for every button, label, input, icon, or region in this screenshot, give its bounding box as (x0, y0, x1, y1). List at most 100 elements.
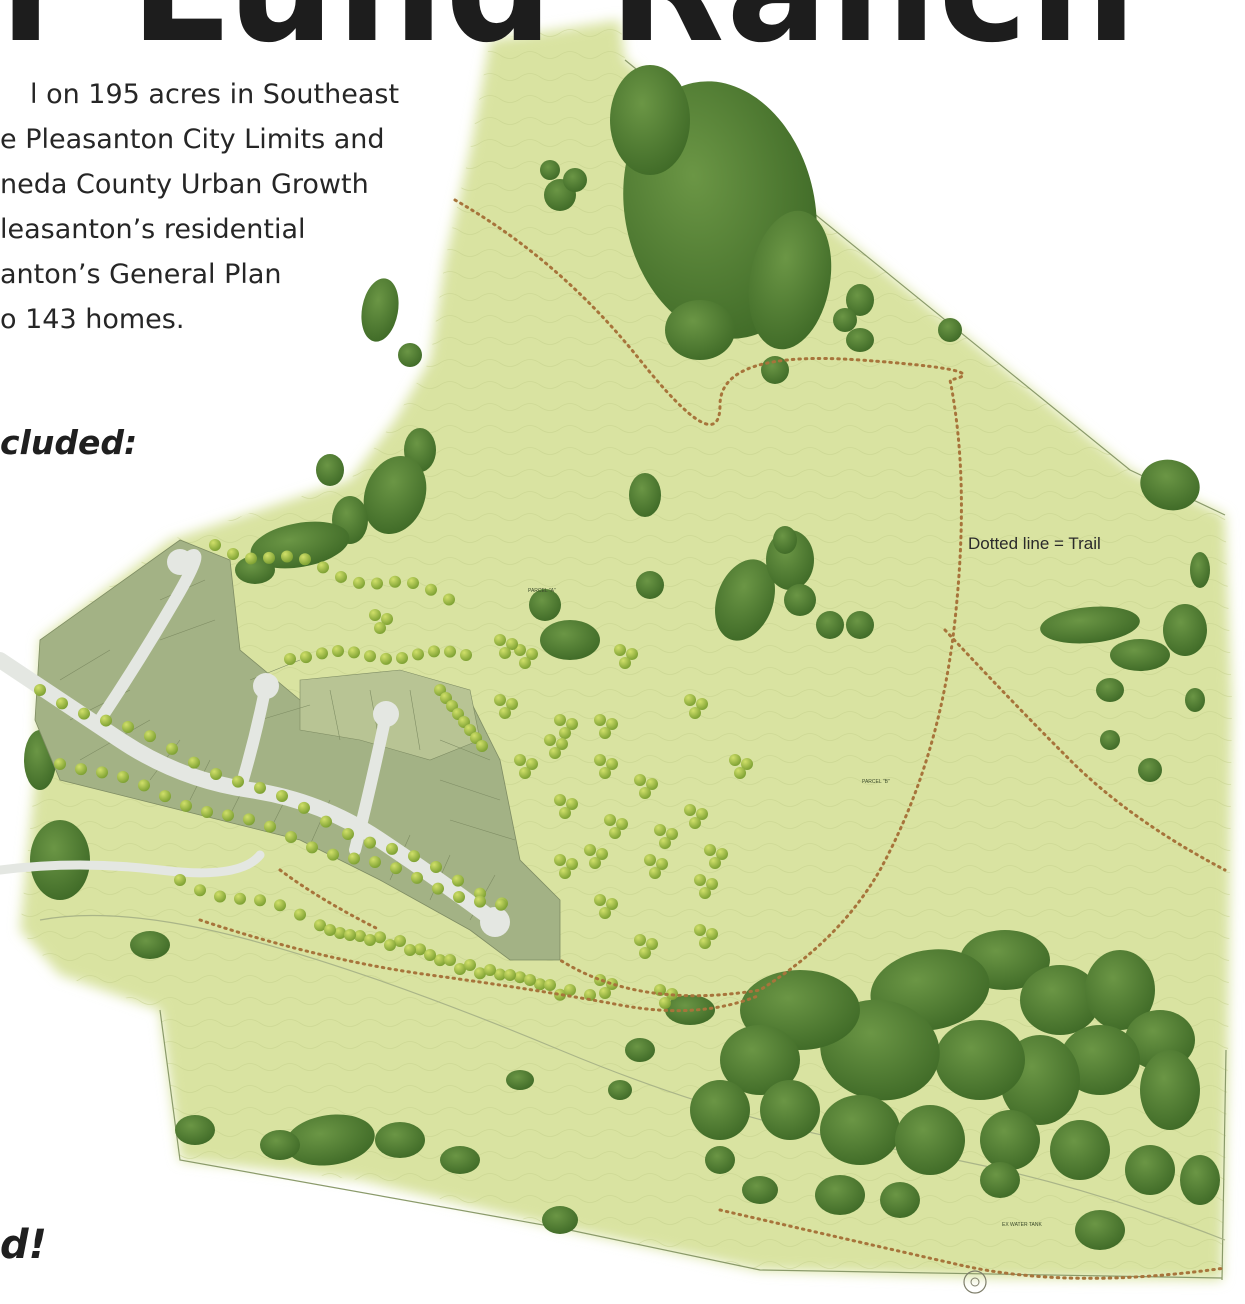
tree-canopy-icon (254, 781, 266, 794)
tree-canopy-icon (354, 930, 366, 943)
tree-canopy-icon (594, 754, 606, 766)
tree-canopy-icon (440, 1146, 480, 1174)
tree-canopy-icon (348, 646, 360, 659)
tree-canopy-icon (222, 809, 234, 822)
tree-canopy-icon (524, 974, 536, 986)
tree-canopy-icon (1140, 1050, 1200, 1130)
subhead-included: cluded: (0, 423, 138, 462)
tree-canopy-icon (646, 778, 658, 790)
tree-canopy-icon (820, 1095, 900, 1165)
tree-canopy-icon (78, 707, 90, 720)
tree-canopy-icon (396, 652, 408, 665)
tree-canopy-icon (494, 634, 506, 646)
tree-canopy-icon (748, 210, 832, 350)
tree-canopy-icon (444, 954, 456, 966)
tree-canopy-icon (54, 758, 66, 770)
tree-canopy-icon (361, 278, 399, 342)
tree-canopy-icon (606, 898, 618, 910)
tree-canopy-icon (1185, 688, 1205, 712)
tree-canopy-icon (174, 874, 186, 886)
tree-canopy-icon (656, 858, 668, 870)
tree-canopy-icon (344, 929, 356, 941)
tree-canopy-icon (716, 848, 728, 860)
tree-canopy-icon (494, 968, 506, 981)
tree-canopy-icon (232, 775, 244, 788)
tree-canopy-icon (880, 1182, 920, 1218)
tree-canopy-icon (428, 645, 440, 658)
tree-canopy-icon (833, 308, 857, 332)
tree-canopy-icon (364, 836, 376, 849)
tree-canopy-icon (389, 575, 401, 588)
tree-canopy-icon (263, 551, 275, 564)
tree-canopy-icon (554, 854, 566, 866)
tree-canopy-icon (316, 647, 328, 660)
tree-canopy-icon (741, 758, 753, 770)
tree-canopy-icon (209, 539, 221, 551)
intro-line: neda County Urban Growth (0, 169, 369, 200)
tree-canopy-icon (542, 1206, 578, 1234)
parcel-a-label: PARCEL "A" (528, 588, 556, 594)
tree-canopy-icon (1163, 604, 1207, 656)
tree-canopy-icon (476, 740, 488, 752)
tree-canopy-icon (499, 707, 511, 719)
tree-canopy-icon (696, 698, 708, 710)
tree-canopy-icon (846, 284, 874, 316)
tree-canopy-icon (529, 589, 561, 621)
water-tank-label: EX WATER TANK (1002, 1222, 1042, 1228)
headline-fragment: r Lund Ranch (0, 0, 1245, 64)
tree-canopy-icon (773, 526, 797, 554)
tree-canopy-icon (298, 801, 310, 814)
tree-canopy-icon (499, 647, 511, 659)
tree-canopy-icon (414, 943, 426, 956)
tree-canopy-icon (559, 807, 571, 819)
tree-canopy-icon (980, 1110, 1040, 1170)
tree-canopy-icon (434, 954, 446, 967)
tree-canopy-icon (335, 570, 347, 583)
tree-canopy-icon (235, 556, 275, 584)
tree-canopy-icon (159, 790, 171, 803)
tree-canopy-icon (138, 779, 150, 792)
tree-canopy-icon (589, 857, 601, 869)
tree-canopy-icon (96, 766, 108, 779)
tree-canopy-icon (506, 638, 518, 650)
tree-canopy-icon (544, 734, 556, 746)
tree-canopy-icon (815, 1175, 865, 1215)
tree-canopy-icon (175, 1115, 215, 1145)
trail-legend-note: Dotted line = Trail (968, 534, 1101, 553)
tree-canopy-icon (646, 938, 658, 950)
intro-line: e Pleasanton City Limits and (0, 124, 385, 155)
intro-text: l on 195 acres in Southeast e Pleasanton… (0, 72, 430, 342)
tree-canopy-icon (411, 871, 423, 884)
tree-canopy-icon (424, 949, 436, 961)
tree-canopy-icon (734, 767, 746, 779)
tree-canopy-icon (404, 944, 416, 956)
tree-canopy-icon (398, 343, 422, 367)
cul-de-sac-bulb-north (167, 549, 193, 575)
tree-canopy-icon (540, 160, 560, 180)
tree-canopy-icon (629, 473, 661, 517)
tree-canopy-icon (616, 818, 628, 830)
street-tree-clusters (34, 539, 753, 1009)
tree-canopy-icon (430, 860, 442, 873)
intro-line: o 143 homes. (0, 304, 185, 335)
tree-canopy-icon (760, 1080, 820, 1140)
access-road (0, 850, 265, 878)
tree-canopy-icon (606, 758, 618, 770)
tree-canopy-icon (694, 924, 706, 936)
tree-canopy-icon (689, 817, 701, 829)
trail-south (198, 918, 762, 1013)
tree-canopy-icon (644, 854, 656, 866)
tree-canopy-icon (556, 738, 568, 750)
tree-canopy-icon (334, 926, 346, 939)
tree-canopy-icon (584, 989, 596, 1001)
intro-line: leasanton’s residential (0, 214, 306, 245)
tree-canopy-icon (1040, 606, 1140, 644)
tree-canopy-icon (895, 1105, 965, 1175)
tree-canopy-icon (234, 892, 246, 905)
tree-canopy-icon (144, 730, 156, 743)
tree-canopy-icon (284, 653, 296, 665)
tree-canopy-icon (390, 862, 402, 875)
tree-canopy-icon (306, 841, 318, 854)
tree-canopy-icon (348, 852, 360, 865)
tree-canopy-icon (274, 899, 286, 912)
